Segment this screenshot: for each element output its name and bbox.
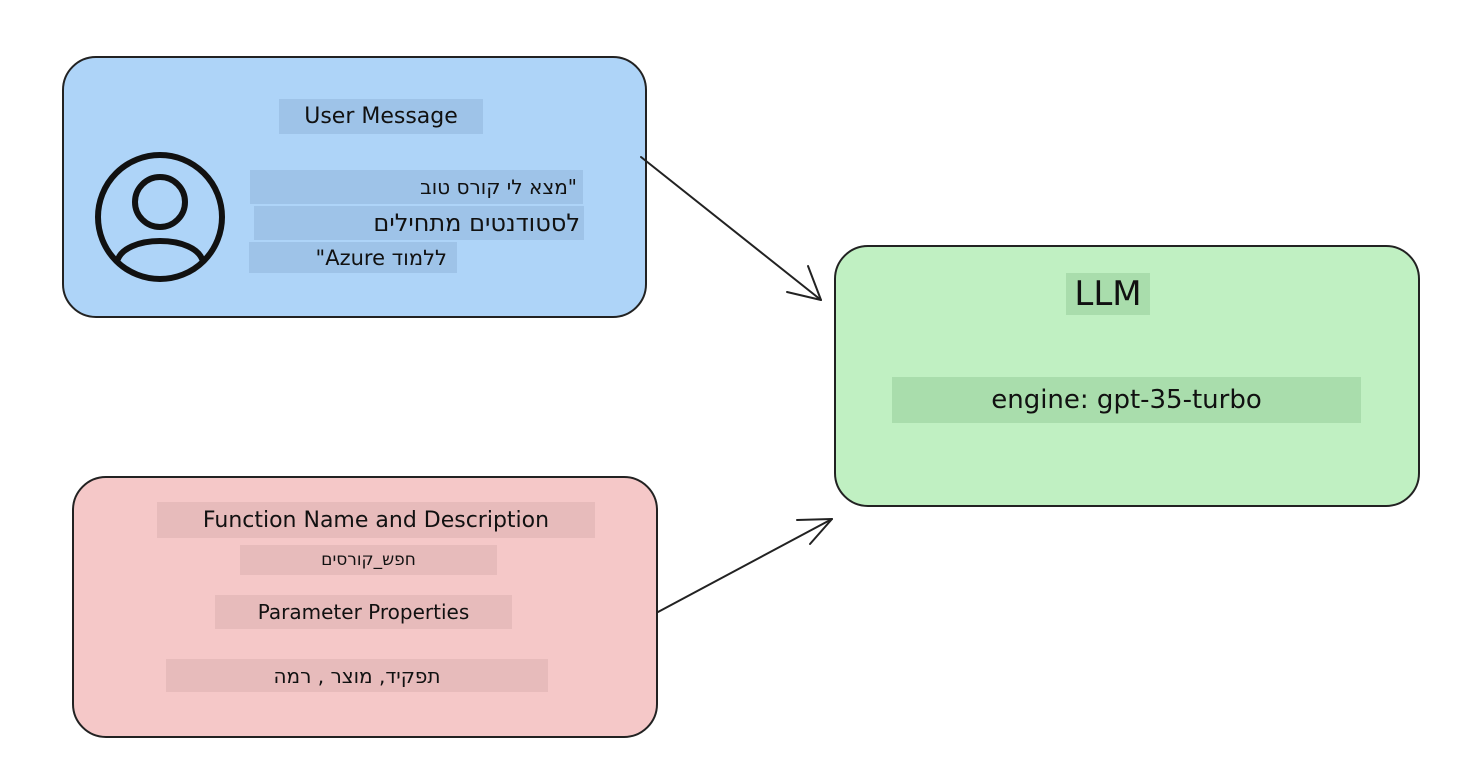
parameter-list: תפקיד, מוצר , רמה (166, 659, 548, 692)
user-message-line-3: ללמוד Azure" (249, 242, 457, 273)
user-avatar-icon (95, 152, 225, 282)
llm-engine: engine: gpt-35-turbo (892, 377, 1361, 423)
llm-title: LLM (1066, 273, 1150, 315)
function-title: Function Name and Description (157, 502, 595, 538)
user-message-line-1: "מצא לי קורס טוב (250, 170, 583, 204)
user-message-title: User Message (279, 99, 483, 134)
function-name: חפש_קורסים (240, 545, 497, 575)
arrow-right-icon (657, 518, 833, 613)
parameter-properties-title: Parameter Properties (215, 595, 512, 629)
user-message-line-2: לסטודנטים מתחילים (254, 206, 584, 240)
arrow-right-icon (640, 156, 822, 301)
